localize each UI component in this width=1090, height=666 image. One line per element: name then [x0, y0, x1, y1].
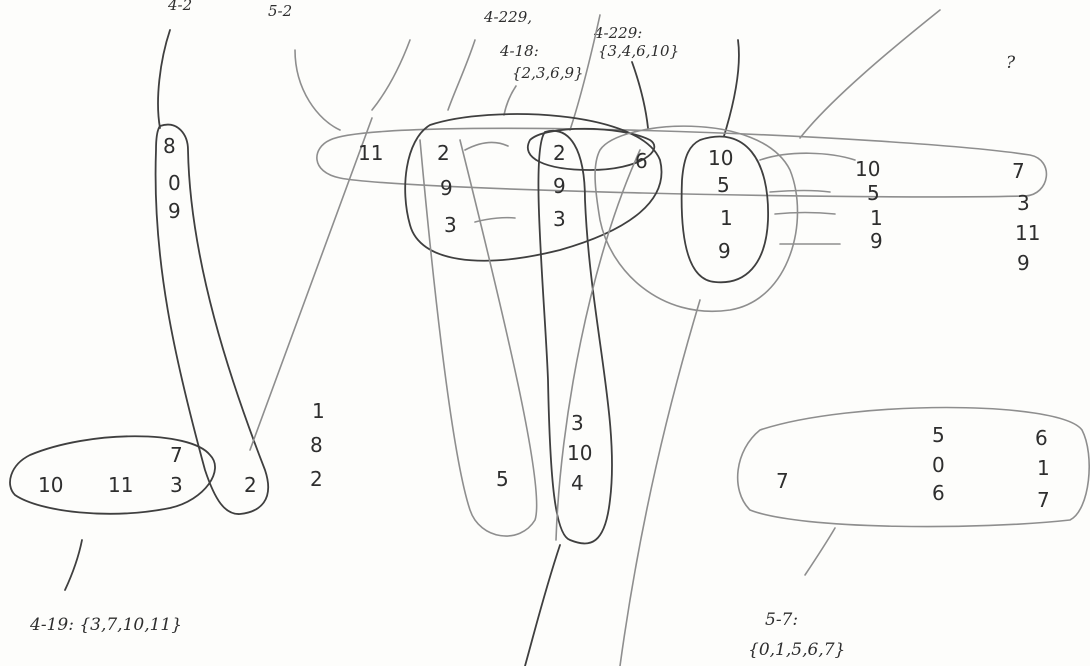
connector-4-18: [503, 85, 517, 116]
label-top-left-b: 5-2: [268, 2, 292, 20]
bottom-right-ellipse: [736, 406, 1090, 528]
connector-11: [294, 49, 341, 131]
connector-bottom-left: [64, 539, 83, 591]
tick-1: [774, 211, 836, 215]
num-br-0: 0: [932, 453, 945, 477]
left-column-shape: [154, 123, 270, 515]
connector-11b: [371, 39, 411, 111]
label-top-right: 4-229:: [593, 24, 642, 42]
num-col7-3: 3: [1017, 191, 1030, 215]
label-top-left: 4-2: [167, 0, 192, 14]
num-bl-3: 3: [170, 473, 183, 497]
num-col2a-3: 3: [444, 213, 457, 237]
num-bm-5: 5: [496, 467, 509, 491]
num-br-1: 1: [1037, 456, 1050, 480]
num-bm-4: 4: [571, 471, 584, 495]
num-col2b-9: 9: [553, 174, 566, 198]
num-left-9: 9: [168, 199, 181, 223]
connector-left-column: [157, 29, 171, 129]
tick-10: [759, 152, 856, 161]
connector-bottom-right: [804, 527, 836, 576]
num-col2a-9: 9: [440, 176, 453, 200]
num-top-7: 7: [1012, 159, 1025, 183]
tick-2: [464, 141, 509, 151]
center-column-shape: [537, 129, 613, 545]
num-left-0: 0: [168, 171, 181, 195]
num-bm-10: 10: [567, 441, 592, 465]
num-col10b-5: 5: [867, 181, 880, 205]
label-4-18: 4-18:: [499, 42, 539, 60]
stroke-center-diagonal: [555, 149, 641, 541]
num-br-6a: 6: [932, 481, 945, 505]
num-bm-8: 8: [310, 433, 323, 457]
num-col10b-9: 9: [870, 229, 883, 253]
num-col10-5: 5: [717, 173, 730, 197]
num-bm-1: 1: [312, 399, 325, 423]
num-col2b-3: 3: [553, 207, 566, 231]
num-col10-1: 1: [720, 206, 733, 230]
label-4-18-set: {2,3,6,9}: [512, 64, 584, 82]
num-col10-9: 9: [718, 239, 731, 263]
num-top-6: 6: [635, 149, 648, 173]
num-br-7b: 7: [1037, 488, 1050, 512]
label-4-19: 4-19: {3,7,10,11}: [29, 615, 182, 635]
num-col7-9: 9: [1017, 251, 1030, 275]
shape-10-5-1-9: [680, 135, 769, 284]
question-mark: ?: [1006, 53, 1016, 73]
tick-3: [474, 216, 516, 223]
num-bm-3: 3: [571, 411, 584, 435]
stroke-lower-center: [524, 544, 561, 666]
connector-top-right: [799, 9, 941, 139]
stroke-left-diagonal: [249, 117, 373, 451]
shape-5-long: [419, 139, 538, 537]
connector-6: [631, 61, 649, 129]
connector-2a: [447, 39, 476, 111]
num-top-11: 11: [358, 141, 383, 165]
num-top-2a: 2: [437, 141, 450, 165]
num-top-10: 10: [708, 146, 733, 170]
small-ellipse-2-6: [527, 127, 656, 171]
stroke-lower-right: [619, 299, 701, 666]
label-5-7: 5-7:: [765, 610, 798, 630]
num-br-5: 5: [932, 423, 945, 447]
tick-5: [769, 189, 831, 193]
num-br-6b: 6: [1035, 426, 1048, 450]
connector-10: [723, 39, 740, 137]
num-top-10b: 10: [855, 157, 880, 181]
connector-center: [569, 14, 601, 131]
num-top-2b: 2: [553, 141, 566, 165]
num-bm-2a: 2: [244, 473, 257, 497]
top-row-ellipse: [316, 127, 1048, 198]
num-bm-2b: 2: [310, 467, 323, 491]
num-bl-10: 10: [38, 473, 63, 497]
num-bl-7: 7: [170, 443, 183, 467]
bottom-left-ellipse: [9, 435, 216, 515]
num-col7-11: 11: [1015, 221, 1040, 245]
num-br-7: 7: [776, 469, 789, 493]
label-top-right-set: {3,4,6,10}: [598, 42, 679, 60]
label-top-center: 4-229,: [483, 8, 532, 26]
num-col10b-1: 1: [870, 206, 883, 230]
shape-2-9-3: [404, 113, 663, 262]
label-5-7-set: {0,1,5,6,7}: [748, 640, 845, 660]
shape-6-10-group: [594, 125, 799, 313]
num-left-8: 8: [163, 134, 176, 158]
num-bl-11: 11: [108, 473, 133, 497]
